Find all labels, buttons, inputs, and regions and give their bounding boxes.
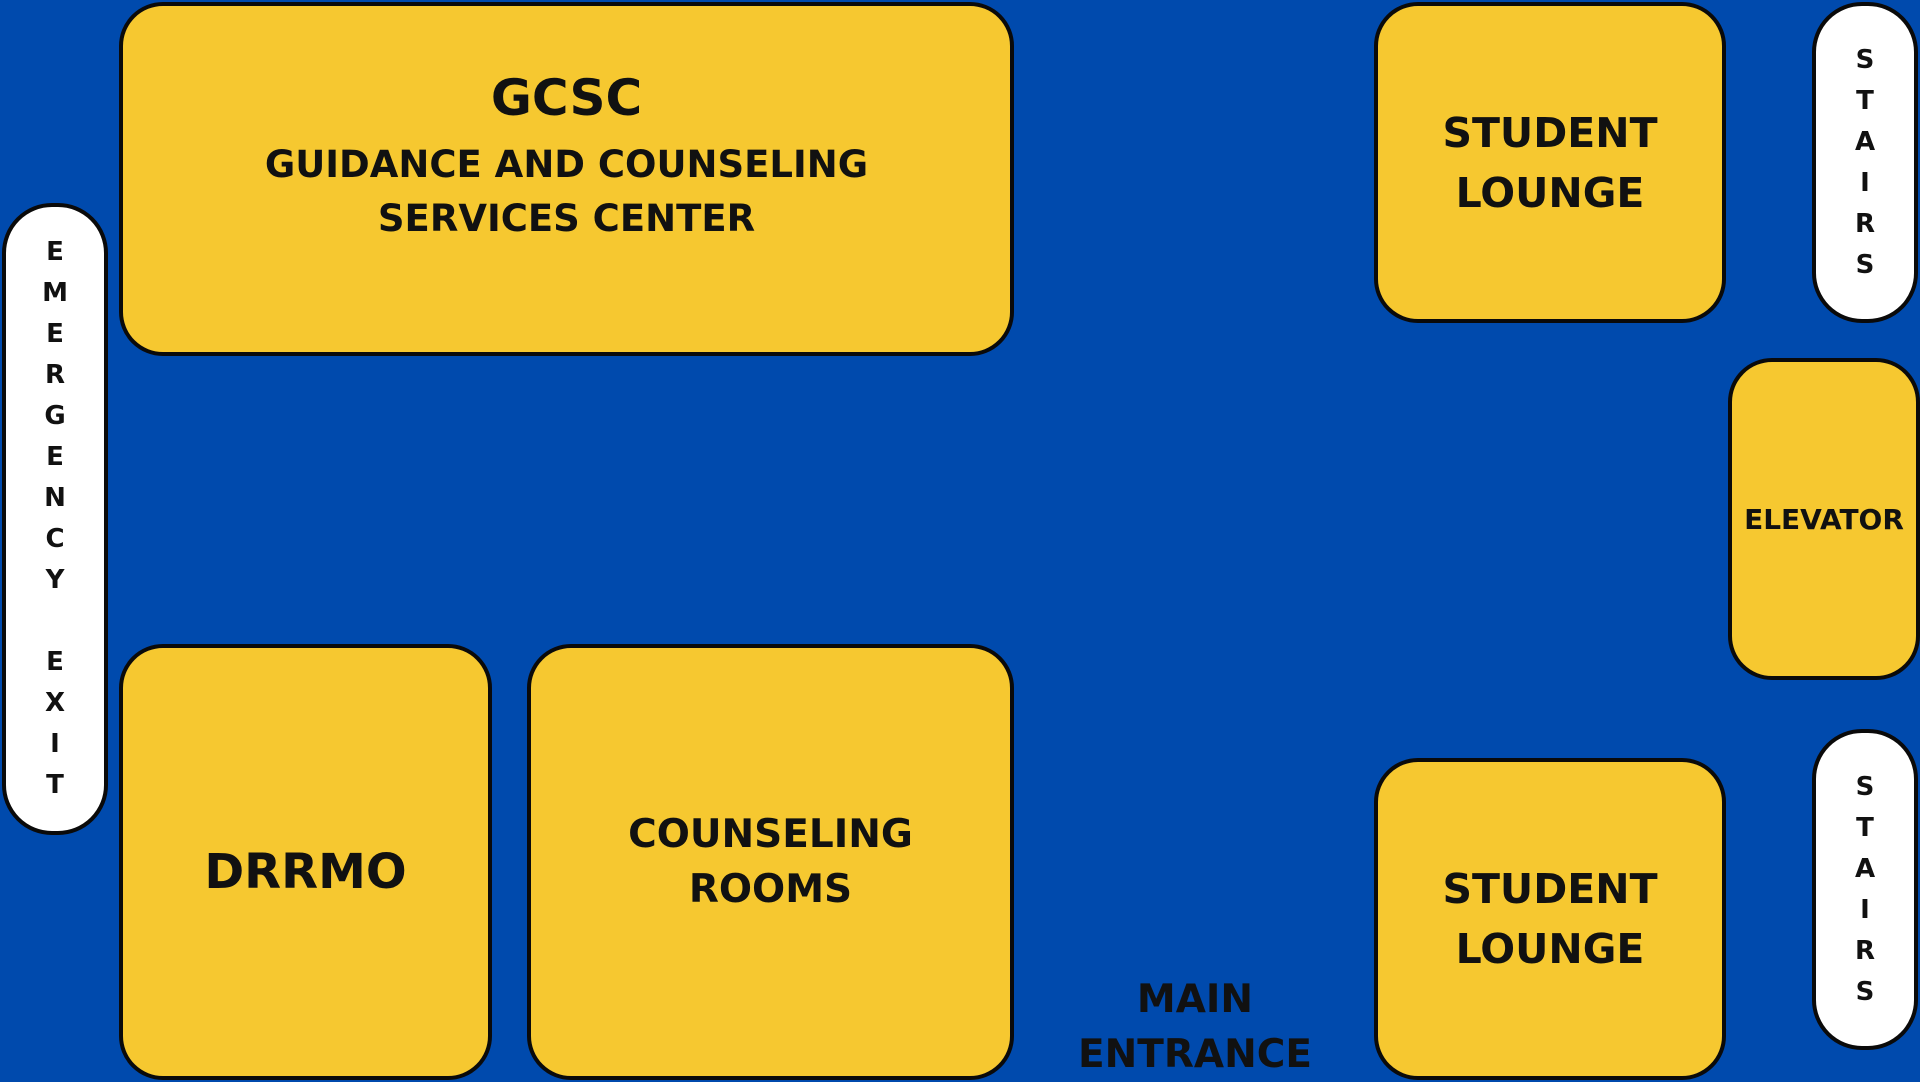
stairs-letter: R bbox=[1854, 935, 1876, 966]
student-lounge-top-line1: STUDENT bbox=[1442, 108, 1658, 157]
emergency-letter: M bbox=[42, 278, 68, 308]
stairs-letter: S bbox=[1855, 44, 1875, 75]
exit-letter: T bbox=[46, 770, 64, 800]
exit-letter: X bbox=[44, 688, 66, 718]
emergency-letter: G bbox=[44, 401, 66, 431]
student-lounge-top: STUDENT LOUNGE bbox=[1374, 2, 1726, 323]
stairs-letter: S bbox=[1855, 249, 1875, 280]
stairs-letter: T bbox=[1856, 85, 1874, 116]
elevator: ELEVATOR bbox=[1728, 358, 1920, 680]
stairs-bottom: S T A I R S bbox=[1812, 729, 1918, 1050]
gcsc-title: GCSC bbox=[490, 69, 643, 127]
exit-letter: I bbox=[50, 729, 60, 759]
stairs-letter: R bbox=[1854, 208, 1876, 239]
emergency-exit: E M E R G E N C Y E X I T bbox=[2, 203, 108, 835]
emergency-letter: E bbox=[46, 442, 64, 472]
stairs-letter: I bbox=[1860, 167, 1870, 198]
word-gap bbox=[6, 601, 104, 642]
gcsc-subtitle-line2: SERVICES CENTER bbox=[377, 197, 756, 240]
gcsc-room: GCSC GUIDANCE AND COUNSELING SERVICES CE… bbox=[119, 2, 1014, 356]
main-entrance-line1: MAIN bbox=[1136, 977, 1254, 1022]
student-lounge-bottom-line2: LOUNGE bbox=[1455, 925, 1645, 973]
student-lounge-bottom: STUDENT LOUNGE bbox=[1374, 758, 1726, 1080]
student-lounge-bottom-line1: STUDENT bbox=[1442, 865, 1658, 913]
counseling-rooms-line2: ROOMS bbox=[688, 867, 853, 912]
emergency-letter: E bbox=[46, 237, 64, 267]
gcsc-subtitle-line1: GUIDANCE AND COUNSELING bbox=[264, 143, 869, 186]
student-lounge-top-line2: LOUNGE bbox=[1455, 168, 1645, 217]
counseling-rooms-line1: COUNSELING bbox=[628, 812, 913, 857]
emergency-letter: E bbox=[46, 319, 64, 349]
stairs-letter: A bbox=[1854, 126, 1876, 157]
stairs-letter: T bbox=[1856, 812, 1874, 843]
emergency-letter: R bbox=[44, 360, 66, 390]
stairs-letter: I bbox=[1860, 894, 1870, 925]
drrmo-room: DRRMO bbox=[119, 644, 492, 1080]
stairs-top: S T A I R S bbox=[1812, 2, 1918, 323]
counseling-rooms: COUNSELING ROOMS bbox=[527, 644, 1014, 1080]
stairs-letter: S bbox=[1855, 976, 1875, 1007]
stairs-letter: A bbox=[1854, 853, 1876, 884]
main-entrance: MAIN ENTRANCE bbox=[1055, 972, 1335, 1082]
stairs-letter: S bbox=[1855, 771, 1875, 802]
emergency-letter: C bbox=[45, 524, 65, 554]
emergency-letter: N bbox=[44, 483, 66, 513]
exit-letter: E bbox=[46, 647, 64, 677]
drrmo-label: DRRMO bbox=[204, 844, 407, 900]
main-entrance-line2: ENTRANCE bbox=[1078, 1032, 1312, 1077]
emergency-letter: Y bbox=[45, 565, 65, 595]
elevator-label: ELEVATOR bbox=[1744, 502, 1904, 536]
